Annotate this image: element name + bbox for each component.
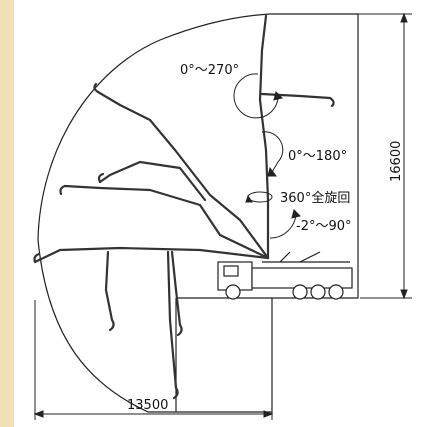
rotation-angle-label: 360°全旋回	[280, 190, 350, 206]
rotation-arcs	[233, 73, 301, 239]
dimension-lines	[33, 12, 412, 420]
middle-joint-arc	[261, 131, 284, 173]
height-dimension-label: 16600	[389, 141, 404, 182]
base-joint-arc	[269, 213, 297, 239]
top-joint-arc	[233, 73, 279, 119]
reach-dimension-label: 13500	[127, 398, 168, 413]
middle-joint-angle-label: 0°～180°	[288, 149, 347, 164]
pump-truck	[217, 251, 353, 300]
left-margin-strip	[0, 0, 14, 427]
base-joint-angle-label: -2°～90°	[296, 219, 352, 234]
boom-lines	[33, 14, 335, 400]
working-range-envelope	[37, 13, 359, 413]
top-joint-angle-label: 0°～270°	[180, 63, 239, 78]
